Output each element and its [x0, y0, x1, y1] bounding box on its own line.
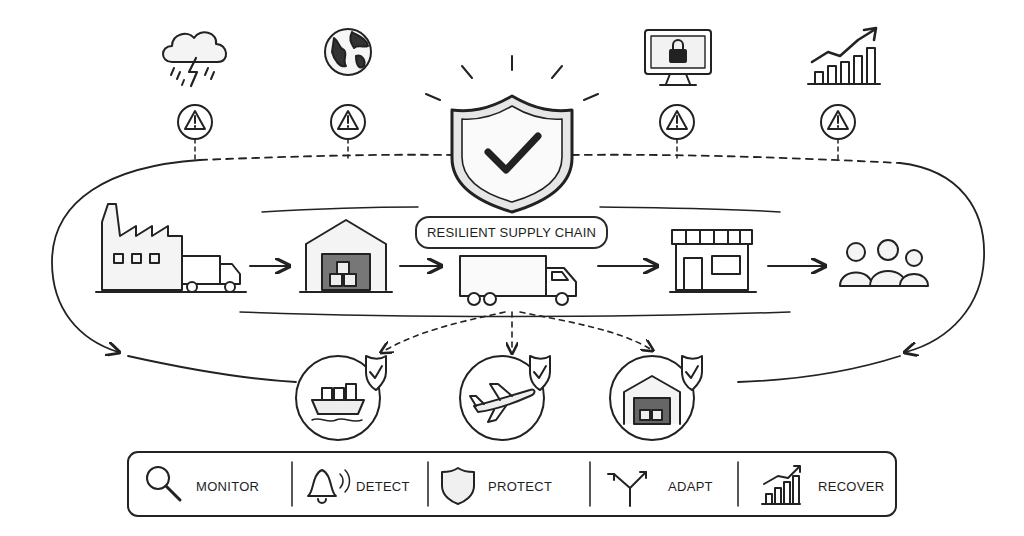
cyber-icon — [645, 30, 711, 85]
flow-arrow — [598, 265, 656, 267]
customers-icon — [840, 240, 928, 286]
alternative-routes — [382, 312, 652, 352]
step-label: DETECT — [352, 476, 414, 497]
market-icon — [808, 28, 880, 84]
store-icon — [670, 230, 756, 292]
storm-icon — [163, 32, 226, 86]
step-label: ADAPT — [664, 476, 717, 497]
node-text: MONITOR — [196, 479, 259, 494]
node-text: RESILIENT SUPPLY CHAIN — [427, 225, 596, 240]
flow-arrow — [400, 265, 440, 267]
backup-warehouse — [610, 356, 702, 440]
node-text: RECOVER — [818, 479, 884, 494]
globe-icon — [325, 29, 371, 75]
air-route — [460, 356, 550, 440]
step-label: MONITOR — [192, 476, 263, 497]
node-text: PROTECT — [488, 479, 552, 494]
node-text: DETECT — [356, 479, 410, 494]
flow-arrow — [768, 265, 824, 267]
truck-icon — [460, 256, 576, 305]
step-label: RECOVER — [814, 476, 888, 497]
title-banner: RESILIENT SUPPLY CHAIN — [415, 216, 608, 249]
sea-route — [296, 356, 386, 440]
flow-arrow — [250, 265, 288, 267]
step-label: PROTECT — [484, 476, 556, 497]
warehouse-icon — [300, 220, 392, 292]
factory-icon — [96, 204, 246, 292]
shield-emblem — [426, 56, 598, 212]
process-bar — [128, 452, 896, 516]
node-text: ADAPT — [668, 479, 713, 494]
